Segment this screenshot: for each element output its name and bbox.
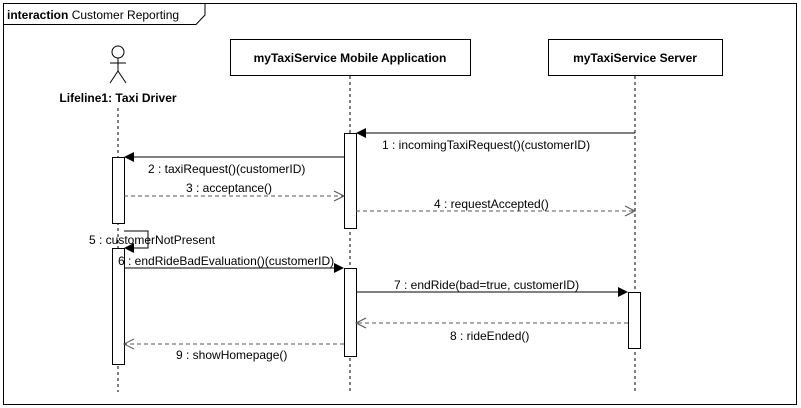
message-3-label: 3 : acceptance() — [186, 181, 272, 195]
message-2: 2 : taxiRequest()(customerID) — [124, 152, 344, 176]
frame-label-tab — [3, 3, 206, 25]
message-1-label: 1 : incomingTaxiRequest()(customerID) — [382, 138, 590, 152]
message-3: 3 : acceptance() — [124, 181, 346, 202]
lifeline-label-driver: Lifeline1: Taxi Driver — [59, 91, 176, 105]
lifeline-label-server: myTaxiService Server — [573, 51, 697, 65]
interaction-frame — [3, 3, 797, 405]
message-7-label: 7 : endRide(bad=true, customerID) — [394, 278, 579, 292]
activation-driver-2 — [112, 248, 125, 365]
message-4: 4 : requestAccepted() — [356, 197, 637, 217]
message-4-label: 4 : requestAccepted() — [434, 197, 549, 211]
message-9-label: 9 : showHomepage() — [176, 348, 287, 362]
message-8: 8 : rideEnded() — [354, 317, 628, 343]
activation-app-1 — [344, 133, 357, 229]
frame-keyword: interaction — [7, 8, 68, 22]
frame-label: interaction Customer Reporting — [7, 8, 179, 22]
message-1: 1 : incomingTaxiRequest()(customerID) — [356, 128, 635, 152]
actor-icon — [109, 45, 127, 84]
lifeline-head-server — [548, 39, 723, 76]
lifeline-label-app: myTaxiService Mobile Application — [254, 51, 447, 65]
activation-driver-1 — [112, 157, 125, 224]
message-2-label: 2 : taxiRequest()(customerID) — [148, 162, 305, 176]
message-5: 5 : customerNotPresent — [89, 230, 216, 253]
activation-app-2 — [344, 268, 357, 357]
lifeline-head-app — [230, 39, 471, 76]
message-9: 9 : showHomepage() — [122, 338, 344, 362]
message-6: 6 : endRideBadEvaluation()(customerID) — [118, 254, 344, 273]
message-7: 7 : endRide(bad=true, customerID) — [356, 278, 628, 297]
lifeline-mobile-app: myTaxiService Mobile Application — [230, 39, 471, 392]
lifeline-server: myTaxiService Server — [548, 39, 723, 392]
message-6-label: 6 : endRideBadEvaluation()(customerID) — [118, 254, 334, 268]
frame-name: Customer Reporting — [72, 8, 179, 22]
activation-server-1 — [628, 292, 641, 349]
message-8-label: 8 : rideEnded() — [450, 329, 529, 343]
message-5-label: 5 : customerNotPresent — [89, 233, 216, 247]
